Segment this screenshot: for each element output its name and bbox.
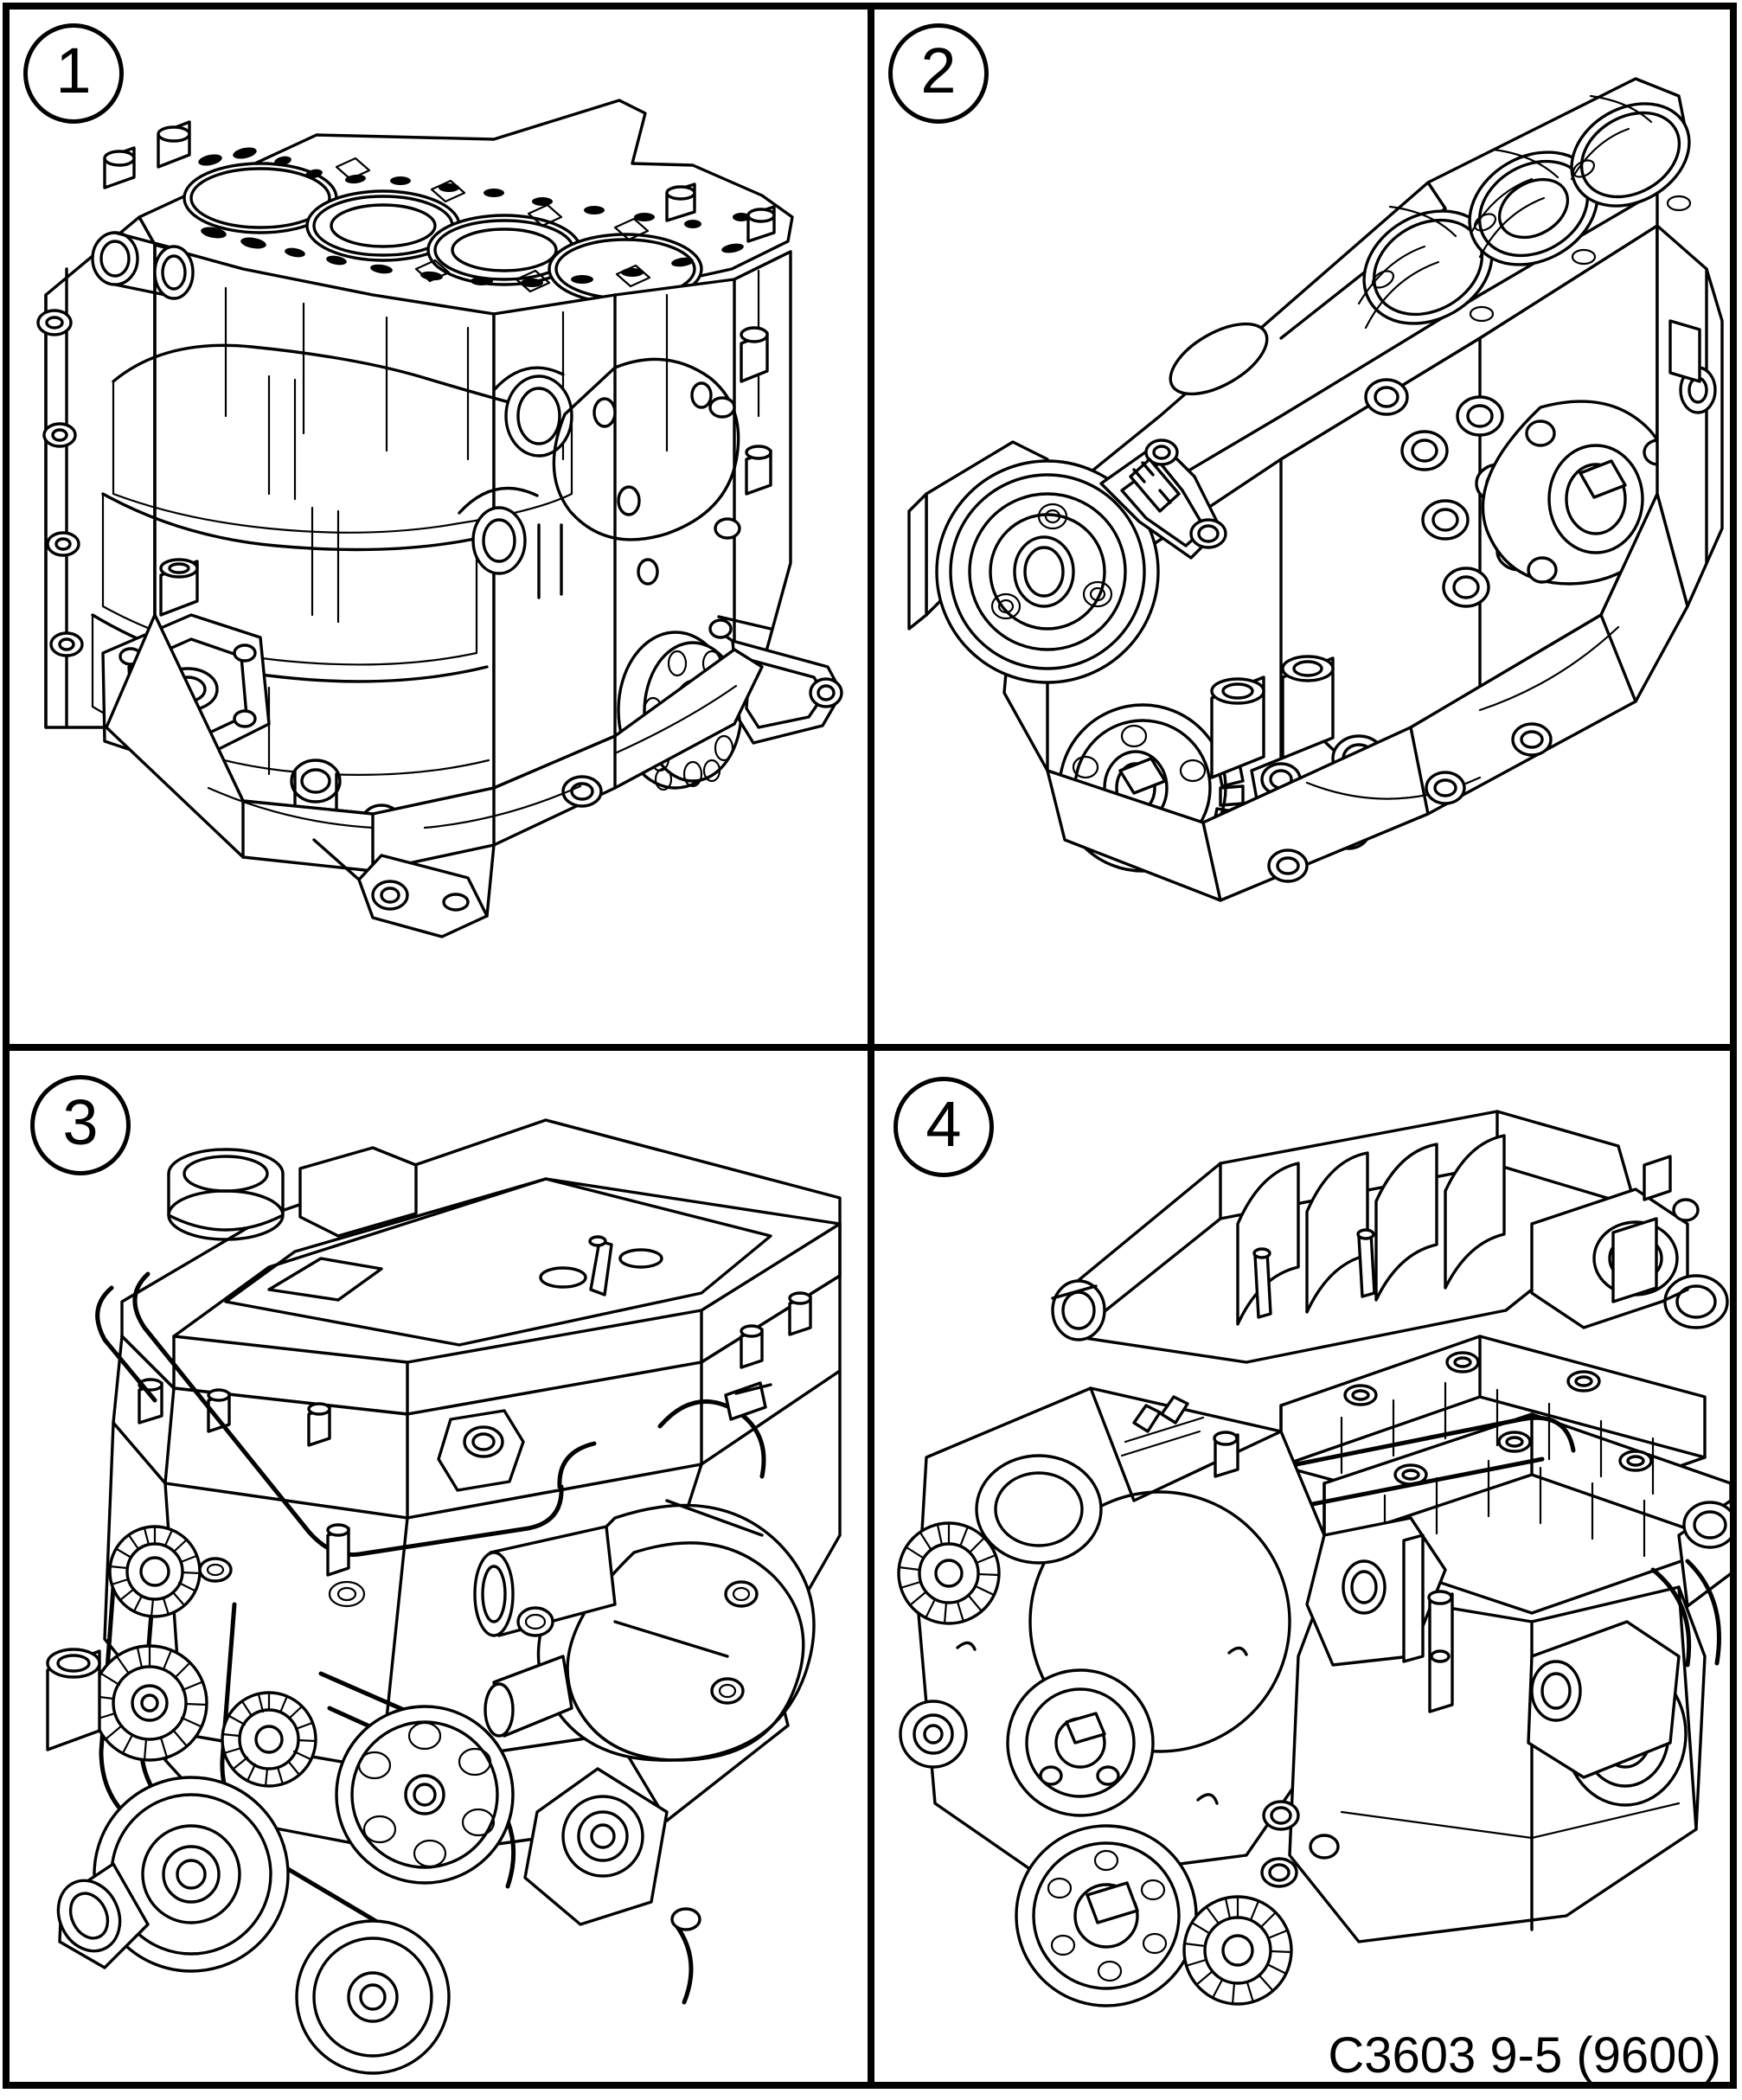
drawing-complete-engine-v6 (897, 1110, 1737, 2007)
panel-1-cylinder-block-4-cylinder (10, 10, 868, 1044)
panel-number-badge-2: 2 (888, 23, 989, 124)
drawing-complete-engine-4-cylinder (46, 1118, 842, 2075)
panel-number-badge-1: 1 (23, 23, 124, 124)
panel-number-label: 2 (920, 35, 957, 106)
figure-caption: C3603 9-5 (9600) (1328, 2027, 1721, 2084)
panel-4-complete-engine-v6 (874, 1051, 1737, 2089)
drawing-cylinder-block-v6 (907, 77, 1724, 902)
panel-2-cylinder-block-v6 (874, 10, 1737, 1044)
panel-number-label: 3 (62, 1086, 99, 1158)
panel-number-badge-4: 4 (893, 1077, 994, 1177)
panel-number-label: 1 (55, 35, 92, 106)
horizontal-divider (3, 1044, 1737, 1051)
panel-3-complete-engine-4-cylinder (10, 1051, 868, 2089)
panel-number-label: 4 (925, 1088, 962, 1160)
drawing-cylinder-block-4-cylinder (36, 99, 843, 938)
panel-number-badge-3: 3 (30, 1075, 131, 1175)
